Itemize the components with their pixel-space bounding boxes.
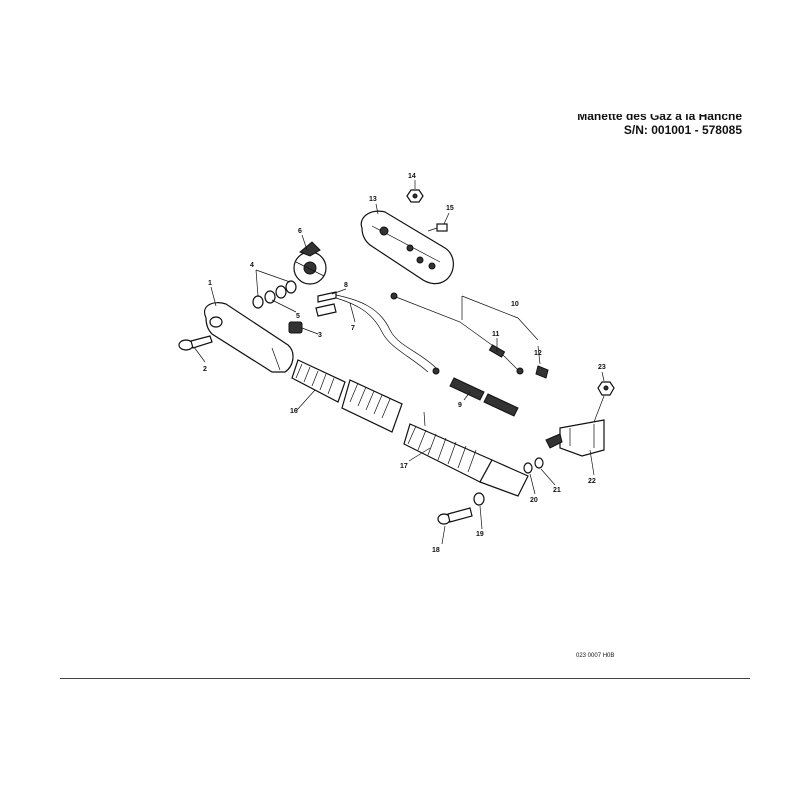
callout-6: 6 (298, 228, 302, 235)
callout-12: 12 (534, 350, 542, 357)
callout-23: 23 (598, 364, 606, 371)
callout-3: 3 (318, 332, 322, 339)
part-9-springs (449, 377, 519, 417)
callout-9: 9 (458, 402, 462, 409)
callout-11: 11 (492, 331, 500, 338)
callout-15: 15 (446, 205, 454, 212)
part-19-washer (473, 492, 485, 506)
callout-10: 10 (511, 301, 519, 308)
callout-4: 4 (250, 262, 254, 269)
callout-21: 21 (553, 487, 561, 494)
part-16-bellows (291, 359, 403, 433)
footer-rule (60, 678, 750, 679)
part-10-throttle-cable (390, 292, 524, 375)
callout-1: 1 (208, 280, 212, 287)
part-20-washer (523, 462, 533, 474)
part-21-washer (534, 457, 544, 469)
callout-18: 18 (432, 547, 440, 554)
part-8-throttle-link (317, 291, 440, 375)
callout-8: 8 (344, 282, 348, 289)
callout-5: 5 (296, 313, 300, 320)
callout-numbers: 1 2 3 4 5 6 7 8 9 10 11 12 13 14 15 16 1… (203, 173, 606, 554)
part-3-block (288, 321, 303, 334)
part-23-nut (597, 381, 615, 396)
callout-7: 7 (351, 325, 355, 332)
part-17-shaft (403, 411, 529, 497)
part-14-nut (406, 189, 424, 203)
drawing-code: 023 0007 H0B (576, 653, 615, 659)
part-2-bolt (178, 335, 213, 351)
callout-17: 17 (400, 463, 408, 470)
callout-13: 13 (369, 196, 377, 203)
callout-16: 16 (290, 408, 298, 415)
callout-19: 19 (476, 531, 484, 538)
callout-2: 2 (203, 366, 207, 373)
part-7-link-bracket (315, 303, 337, 317)
callout-14: 14 (408, 173, 416, 180)
part-22-bracket (545, 419, 605, 457)
part-13-housing (360, 210, 454, 285)
part-18-bolt (437, 507, 473, 525)
diagram-title: Manette des Gaz à la Hanche (577, 109, 742, 123)
part-1-handle-body (204, 302, 294, 373)
part-6-throttle-drum (293, 241, 327, 285)
serial-range: S/N: 001001 - 578085 (623, 123, 742, 137)
callout-22: 22 (588, 478, 596, 485)
leader-lines (193, 180, 605, 545)
part-4-washers (252, 280, 297, 309)
part-12-cable-end (535, 365, 549, 379)
callout-20: 20 (530, 497, 538, 504)
part-15-screw (427, 223, 448, 232)
